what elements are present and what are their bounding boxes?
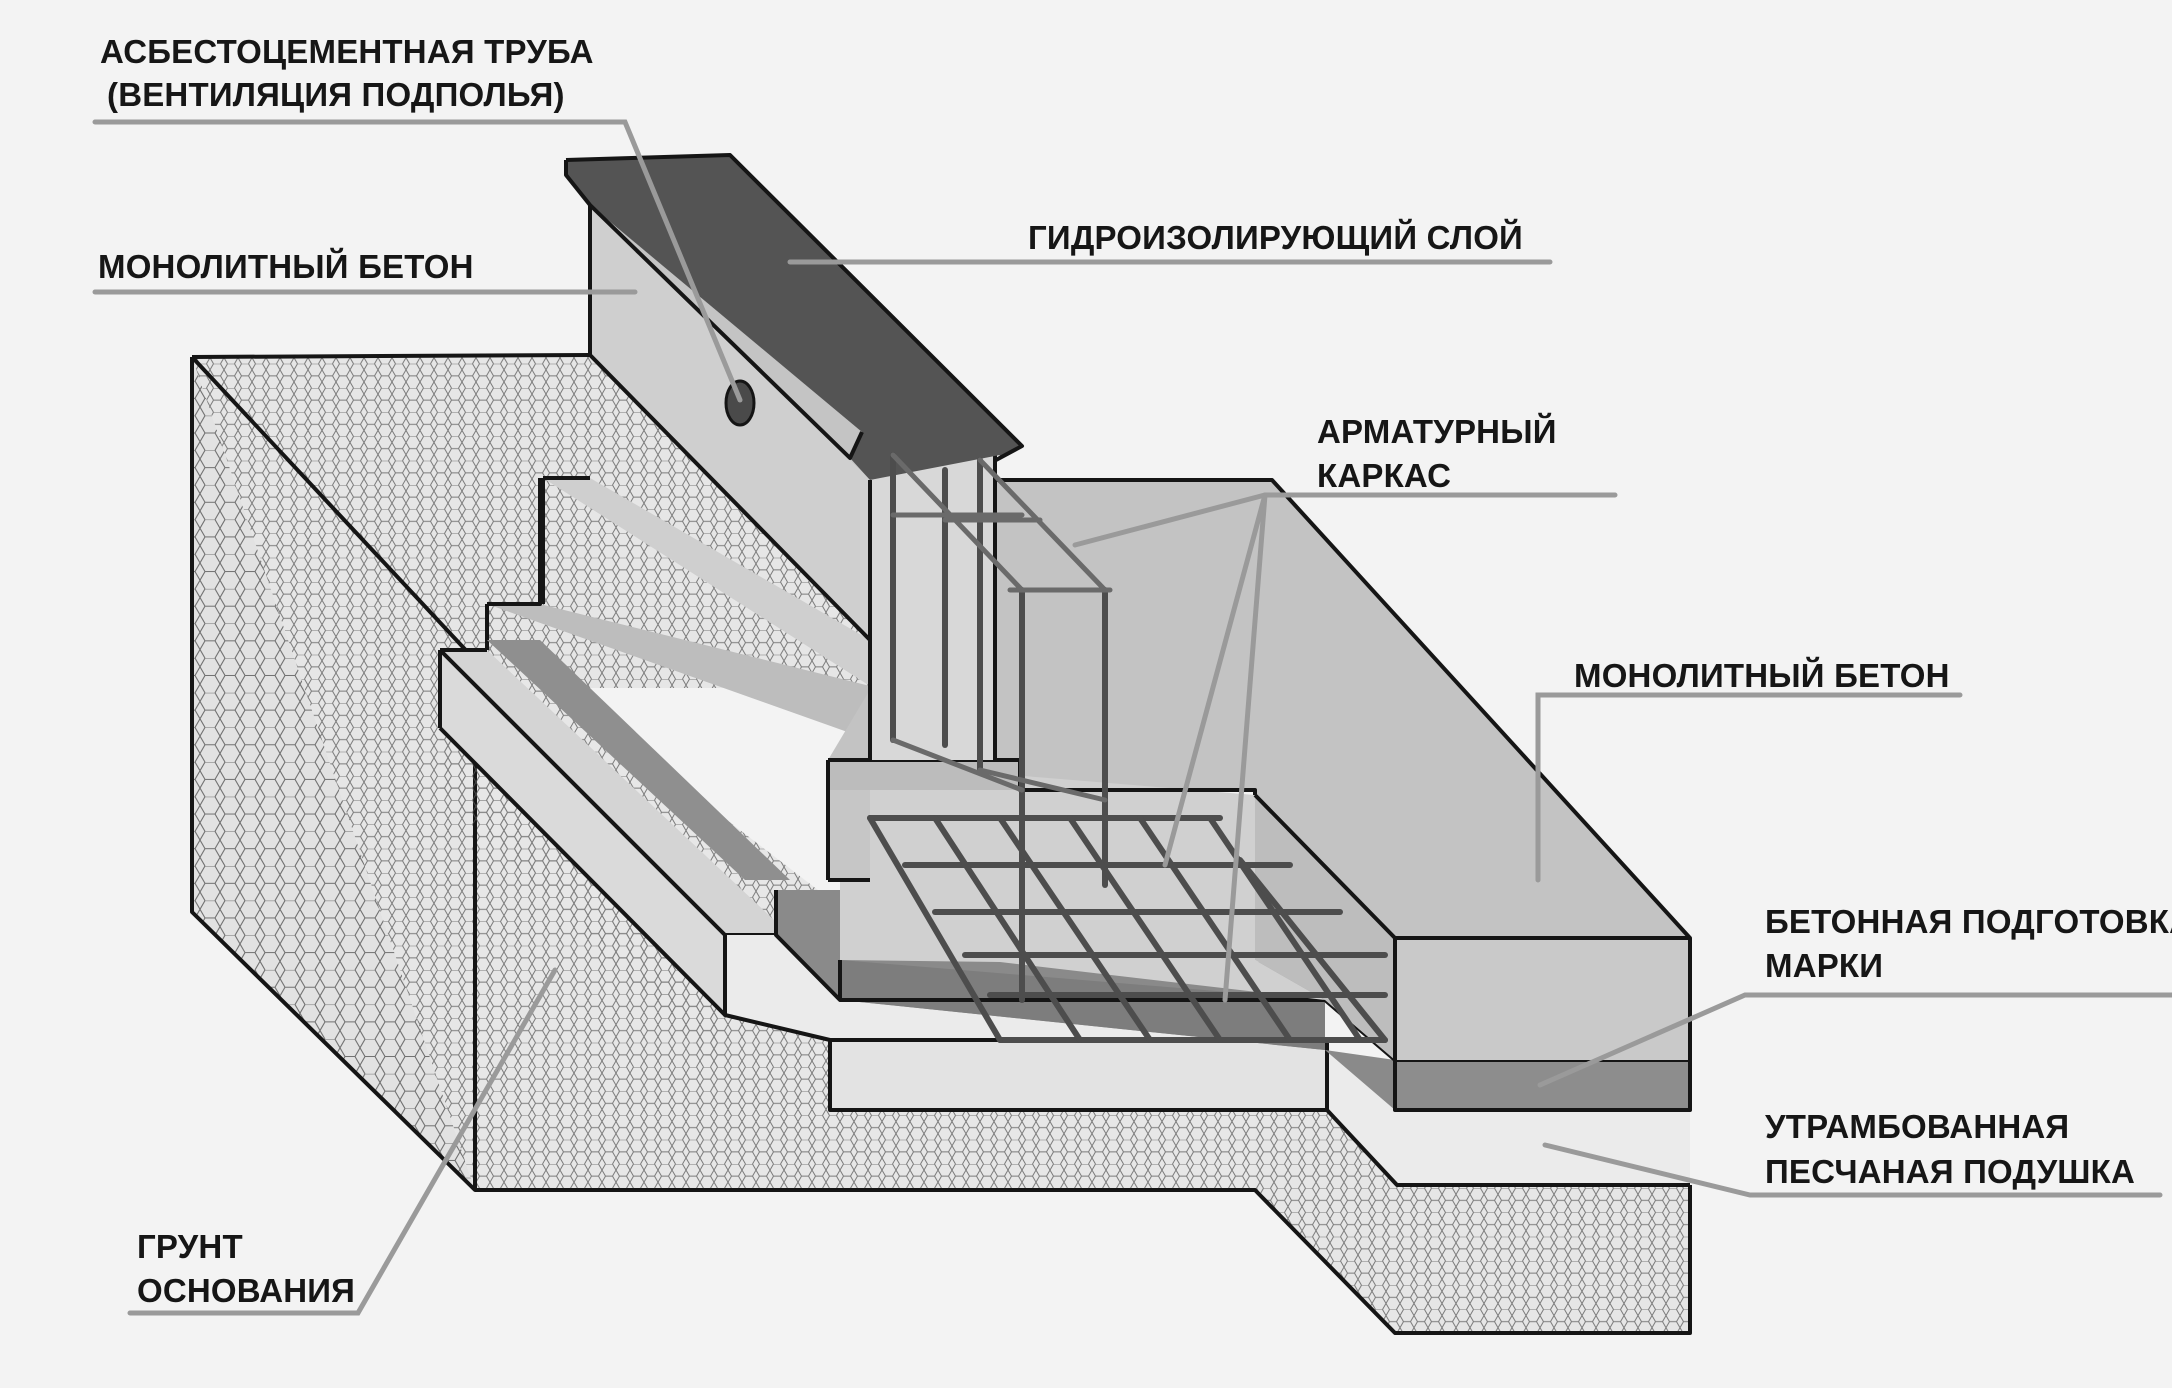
label-asbestos-pipe-line2: (ВЕНТИЛЯЦИЯ ПОДПОЛЬЯ) [107,76,565,113]
leader-lines [92,119,2172,1316]
label-rebar-line2: КАРКАС [1317,457,1451,494]
wall-inner-face [870,455,995,760]
step-dark-band [487,640,790,880]
label-base-soil-line1: ГРУНТ [137,1228,243,1265]
waterproofing-layer [564,153,1024,480]
rebar-mesh [867,815,1388,1043]
wall-left-face [590,205,870,640]
label-preparation-line2: МАРКИ [1765,947,1883,984]
label-sand-cushion-line2: ПЕСЧАНАЯ ПОДУШКА [1765,1153,2135,1190]
label-preparation-line1: БЕТОННАЯ ПОДГОТОВКА [1765,903,2172,940]
label-asbestos-pipe-line1: АСБЕСТОЦЕМЕНТНАЯ ТРУБА [100,33,594,70]
labels: АСБЕСТОЦЕМЕНТНАЯ ТРУБА (ВЕНТИЛЯЦИЯ ПОДПО… [98,33,2172,1309]
label-rebar-line1: АРМАТУРНЫЙ [1317,412,1557,450]
label-sand-cushion-line1: УТРАМБОВАННАЯ [1765,1108,2069,1145]
leader-sand-cushion [1542,1142,2163,1198]
soil-steps [438,476,870,1075]
leader-monolithic-footing [1535,692,1963,883]
leader-base-soil [127,967,558,1316]
leader-preparation [1537,992,2172,1088]
leader-asbestos-pipe [92,119,743,403]
footing-front [1395,938,1690,1060]
asbestos-pipe [724,379,756,427]
rebar-cage-vertical [890,452,1113,1003]
leader-rebar-3 [1222,492,1268,1003]
label-monolithic-wall: МОНОЛИТНЫЙ БЕТОН [98,247,474,285]
concrete-preparation [774,890,1692,1112]
label-monolithic-footing: МОНОЛИТНЫЙ БЕТОН [1574,656,1950,694]
label-waterproofing: ГИДРОИЗОЛИРУЮЩИЙ СЛОЙ [1028,218,1523,256]
sand-cushion [723,935,1690,1187]
leader-rebar-2 [1162,492,1268,868]
label-base-soil-line2: ОСНОВАНИЯ [137,1272,355,1309]
footing-top [828,480,1690,938]
